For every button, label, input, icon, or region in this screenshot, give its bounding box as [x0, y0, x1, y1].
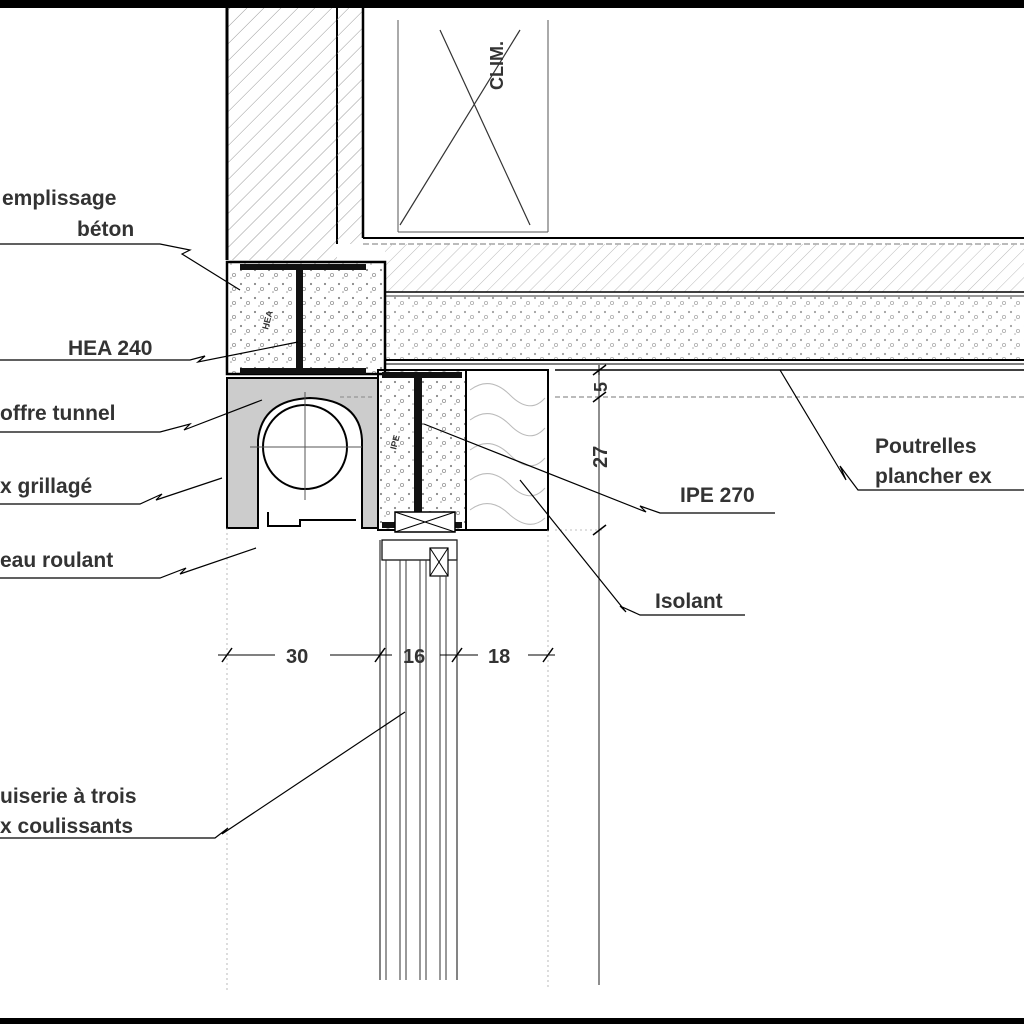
concrete-wall: [225, 8, 365, 260]
label-remplissage-1: emplissage: [2, 187, 116, 210]
label-menuiserie-2: x coulissants: [0, 815, 133, 838]
extension-lines: [226, 370, 605, 990]
dim-27: 27: [590, 446, 612, 468]
coffre-tunnel: [226, 377, 379, 529]
label-hea: HEA 240: [68, 337, 152, 360]
label-poutrelles-1: Poutrelles: [875, 435, 977, 458]
label-isolant: Isolant: [655, 590, 723, 613]
hea-beam: HEA: [225, 260, 387, 376]
vertical-dimension: 5 27: [590, 364, 612, 536]
label-poutrelles-2: plancher ex: [875, 465, 992, 488]
dim-16: 16: [403, 646, 425, 668]
label-ipe: IPE 270: [680, 484, 755, 507]
label-remplissage-2: béton: [77, 218, 134, 241]
label-menuiserie-1: uiserie à trois: [0, 785, 137, 808]
leader-lines: [0, 243, 1024, 839]
ipe-beam: IPE: [377, 369, 467, 531]
floor-slab: [363, 237, 1024, 398]
ipe-small-label: IPE: [388, 434, 401, 451]
callout-labels: emplissage béton HEA 240 offre tunnel x …: [0, 187, 992, 838]
window-frame: [379, 511, 458, 980]
dim-5: 5: [591, 382, 611, 392]
dimension-chain: 30 16 18: [218, 646, 555, 668]
label-coffre: offre tunnel: [0, 402, 116, 425]
hea-small-label: HEA: [260, 309, 275, 330]
clim-label: CLIM.: [487, 41, 507, 90]
insulation: [465, 369, 549, 531]
label-grillage: x grillagé: [0, 475, 92, 498]
dim-30: 30: [286, 646, 308, 668]
dim-18: 18: [488, 646, 510, 668]
label-rideau: eau roulant: [0, 549, 113, 572]
clim-unit: CLIM.: [397, 20, 549, 233]
